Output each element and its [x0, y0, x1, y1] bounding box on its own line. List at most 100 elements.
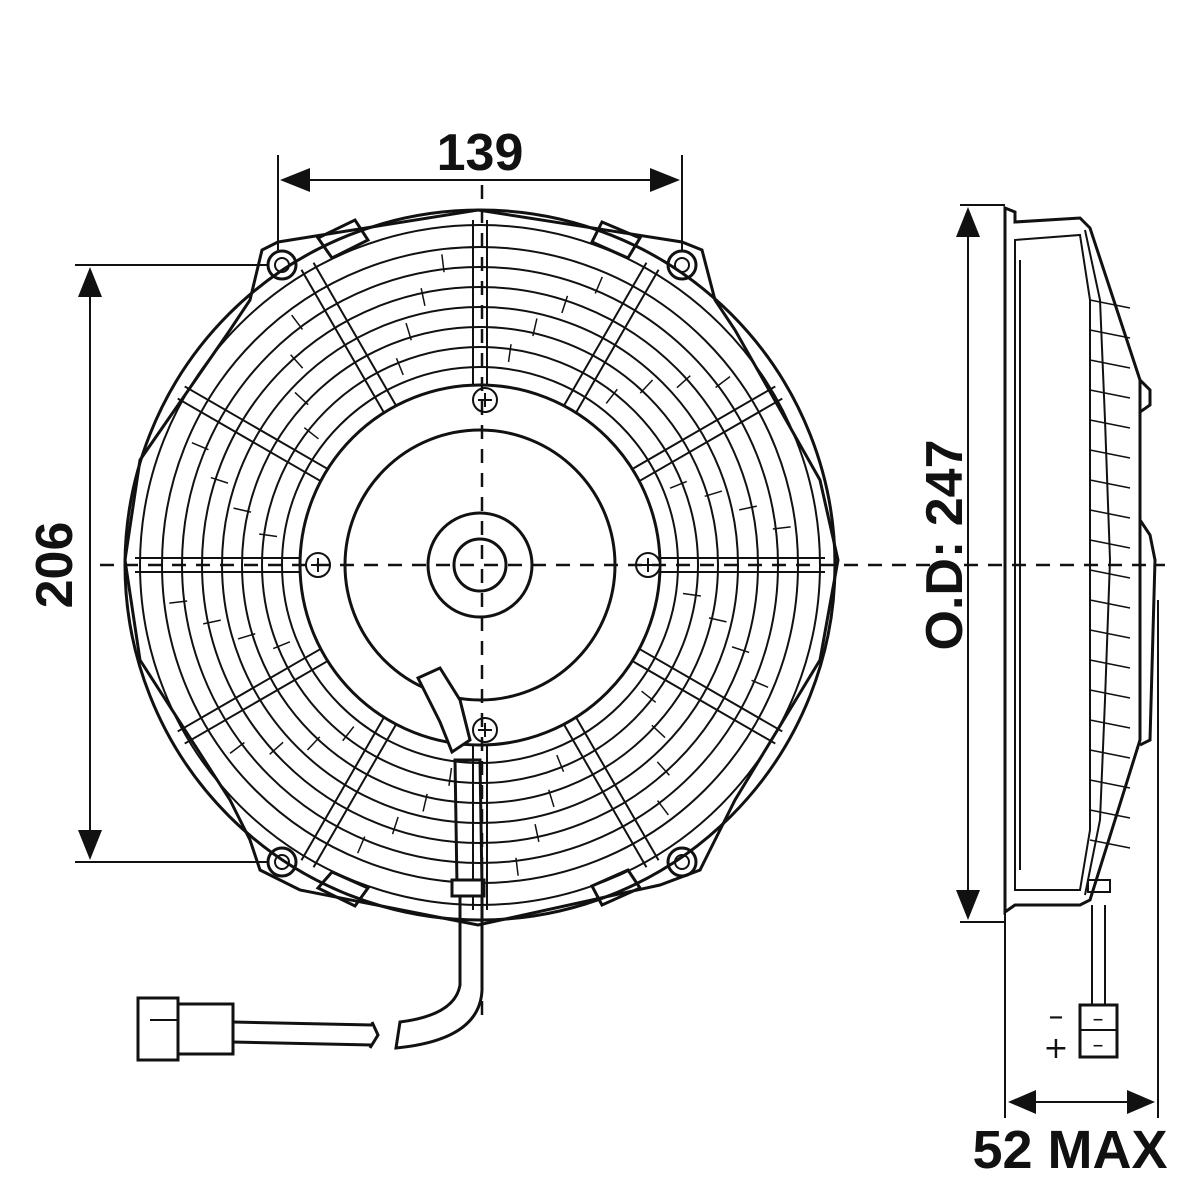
blade-segment — [715, 376, 731, 389]
connector-pin-plus: – — [1093, 1033, 1104, 1058]
grille-spoke — [300, 716, 385, 861]
grille-spoke — [184, 385, 329, 470]
dim-139-arrow-left — [280, 168, 310, 192]
blade-segment — [534, 824, 540, 842]
side-slat — [1089, 599, 1131, 609]
side-slat — [1089, 779, 1131, 789]
side-slat — [1089, 359, 1131, 369]
grille-spoke — [300, 269, 385, 414]
side-shroud — [1003, 205, 1142, 915]
power-cable — [394, 895, 484, 1050]
side-slat — [1089, 689, 1131, 699]
grille-spoke — [631, 385, 776, 470]
rim-clip-top-right — [589, 220, 643, 260]
blade-segment — [594, 276, 603, 294]
blade-segment — [561, 295, 569, 314]
blade-segment — [772, 526, 791, 530]
side-shroud-inner — [1014, 233, 1091, 891]
blade-segment — [532, 318, 538, 337]
side-slat — [1089, 299, 1131, 309]
mount-hole-top-left-inner — [274, 257, 290, 273]
grille-spoke — [638, 648, 783, 733]
dim-52-label: 52 MAX — [972, 1120, 1167, 1180]
blade-segment — [641, 690, 657, 703]
grille-spoke — [563, 723, 648, 868]
blade-segment — [547, 789, 555, 808]
blade-segment — [605, 388, 618, 404]
blade-segment — [269, 741, 284, 755]
blade-segment — [422, 793, 428, 812]
side-view: – – – + O.D: 247 52 MAX — [916, 204, 1168, 1180]
side-motor-bulge — [1138, 378, 1152, 414]
blade-segment — [259, 533, 278, 538]
dim-139-label: 139 — [437, 124, 524, 182]
grille-spoke — [638, 397, 783, 482]
dim-52-arrow-right — [1127, 1090, 1155, 1114]
blade-segment — [731, 646, 750, 654]
side-slat — [1089, 809, 1131, 819]
connector-wire-top — [232, 1020, 373, 1027]
blade-segment — [656, 761, 670, 776]
polarity-minus-label: – — [1049, 999, 1064, 1034]
mount-hole-bottom-right-inner — [674, 854, 690, 870]
side-slat — [1089, 569, 1131, 579]
side-slat — [1089, 629, 1131, 639]
rim-clip-bottom-left — [315, 870, 371, 908]
connector-pin-minus: – — [1093, 1007, 1104, 1032]
dim-206-arrow-top — [78, 267, 102, 297]
side-slat — [1089, 749, 1131, 759]
blade-segment — [441, 254, 445, 273]
dim-206-label: 206 — [26, 522, 84, 609]
rim-clip-bottom-right — [589, 868, 643, 907]
rim-clip-top-left — [315, 218, 371, 260]
blade-segment — [739, 505, 757, 511]
blade-segment — [651, 724, 666, 739]
side-blade-edge — [1084, 229, 1112, 896]
blade-segment — [669, 480, 688, 489]
wire-grommet — [415, 666, 472, 755]
side-grille-slats — [1089, 299, 1131, 849]
blade-segment — [656, 800, 669, 816]
side-slat — [1089, 449, 1131, 459]
blade-segment — [556, 754, 565, 773]
side-slat — [1089, 719, 1131, 729]
connector-sleeve — [176, 1002, 235, 1056]
side-slat — [1089, 509, 1131, 519]
blade-segment — [229, 741, 245, 754]
blade-segment — [210, 476, 229, 484]
polarity-plus-label: + — [1043, 1031, 1068, 1066]
side-slat — [1089, 659, 1131, 669]
side-slat — [1089, 419, 1131, 429]
blade-segment — [290, 354, 304, 369]
mount-hole-top-right-inner — [674, 257, 690, 273]
blade-segment — [395, 357, 404, 376]
grille-spoke — [575, 716, 660, 861]
blade-segment — [291, 314, 304, 330]
blade-segment — [682, 592, 701, 597]
blade-segment — [515, 857, 519, 876]
blade-segment — [294, 391, 309, 406]
blade-segment — [233, 507, 252, 513]
dim-206-arrow-bottom — [78, 830, 102, 860]
dim-139-arrow-right — [650, 168, 680, 192]
blade-segment — [342, 726, 355, 742]
blade-segment — [751, 679, 769, 688]
side-slat — [1089, 539, 1131, 549]
screw — [472, 717, 498, 743]
blade-segment — [420, 288, 426, 306]
dim-od-arrow-top — [956, 207, 980, 237]
mount-hole-bottom-left-inner — [274, 854, 290, 870]
blade-segment — [676, 375, 691, 389]
side-motor-cap — [1138, 519, 1157, 747]
blade-segment — [272, 641, 291, 650]
motor-shaft — [452, 537, 508, 593]
mount-hole-bottom-left — [266, 846, 298, 878]
grille-spoke — [312, 723, 397, 868]
blade-segment — [639, 379, 654, 394]
blade-segment — [704, 490, 723, 498]
side-slat — [1089, 479, 1131, 489]
blade-segment — [391, 816, 399, 835]
dim-52-arrow-left — [1008, 1090, 1036, 1114]
